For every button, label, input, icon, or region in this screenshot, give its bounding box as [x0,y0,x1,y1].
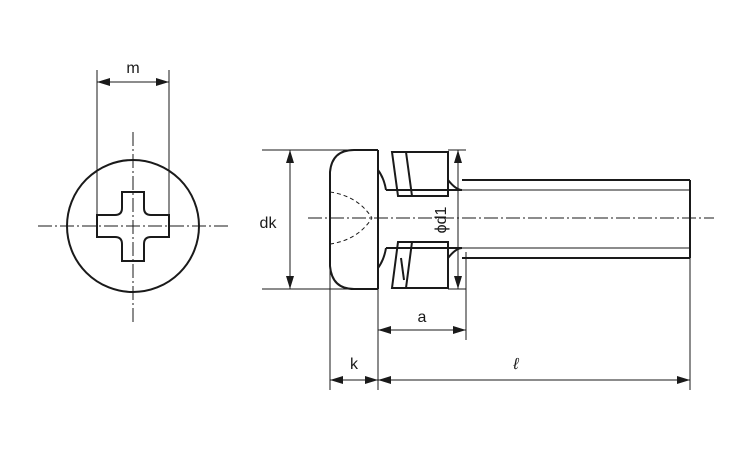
a-label: a [418,309,427,326]
k-label: k [350,356,359,373]
d1-arrow-bottom [454,276,462,289]
dk-label: dk [260,215,278,232]
side-view: dk ϕd1 a k ℓ [260,149,714,390]
length-arrow-left [378,376,391,384]
washer-outline-top [406,151,449,197]
head-fillet-top [377,169,387,191]
washer-split-line [400,257,405,281]
recess-hidden-lower [329,217,373,245]
head-fillet-bottom [377,247,387,269]
end-view: m [38,60,228,322]
head-circle [66,159,200,293]
dk-arrow-top [286,150,294,163]
k-arrow-right [365,376,378,384]
recess-hidden-upper [329,191,373,219]
length-label: ℓ [512,356,519,373]
m-label: m [126,60,139,77]
d1-label: ϕd1 [433,207,450,234]
a-arrow-right [453,326,466,334]
washer-outline-bottom [406,241,449,289]
m-arrow-right [156,78,169,86]
m-arrow-left [97,78,110,86]
length-arrow-right [677,376,690,384]
cross-recess [96,191,170,262]
k-arrow-left [330,376,343,384]
d1-arrow-top [454,150,462,163]
a-arrow-left [378,326,391,334]
pan-head-outline [329,149,378,290]
shank-taper-bottom [447,247,463,259]
shank-taper-top [447,179,463,191]
dk-arrow-bottom [286,276,294,289]
